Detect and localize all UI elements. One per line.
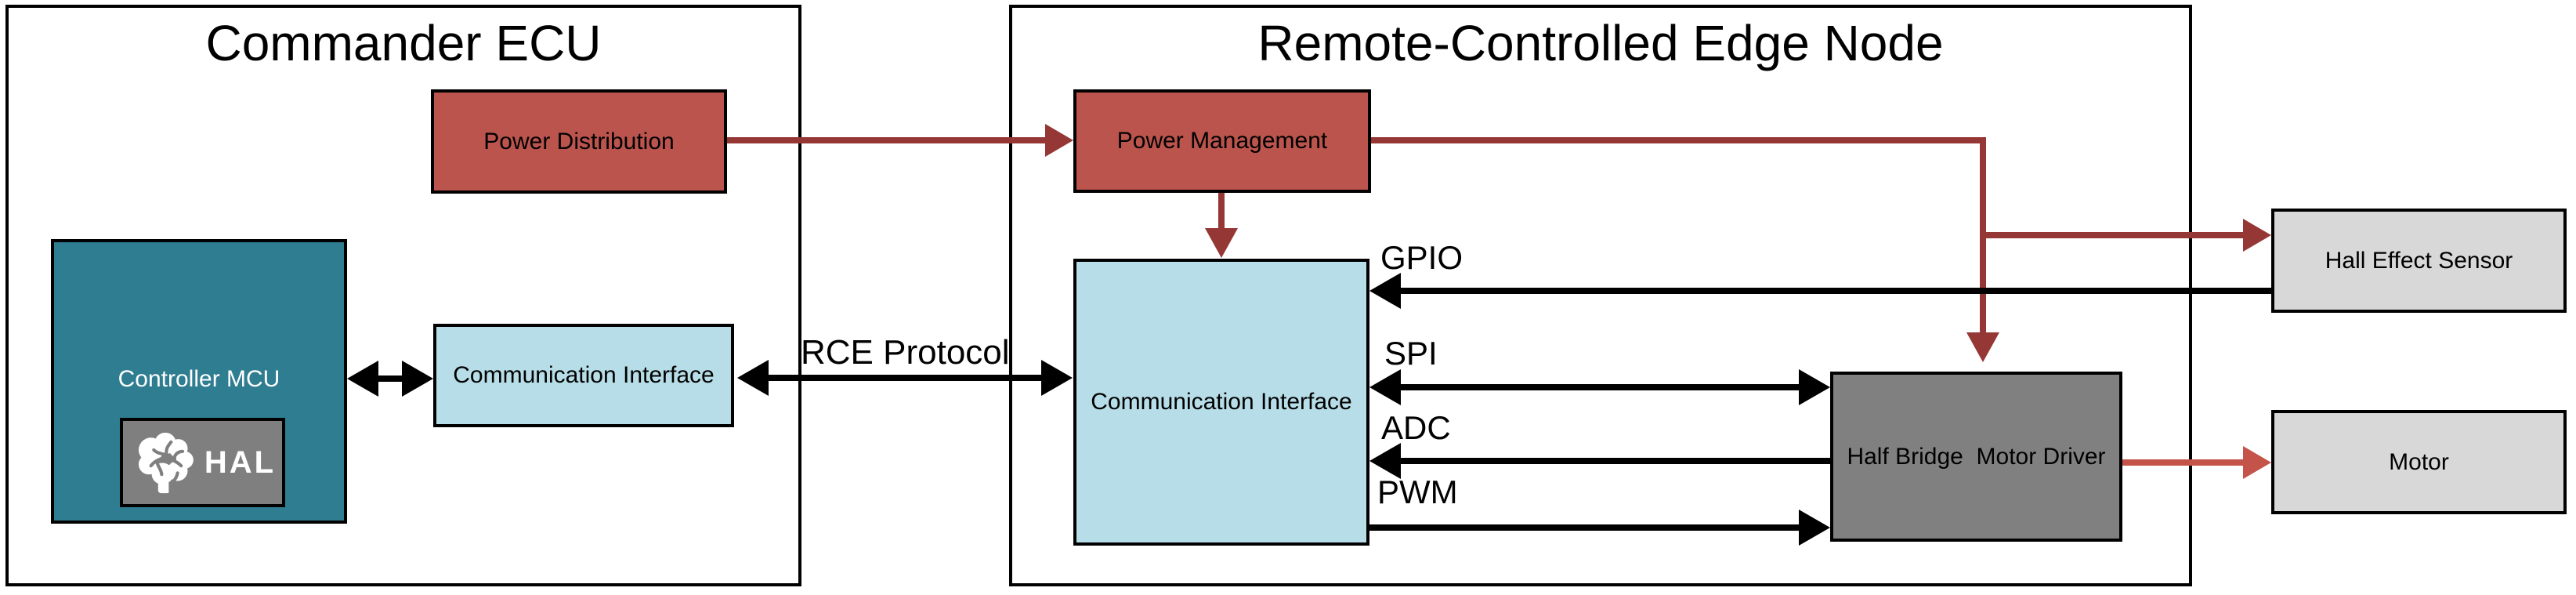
pwm-line (1369, 524, 1800, 531)
arrowhead-into-comm-interface-left (402, 361, 433, 397)
rce-protocol-label: RCE Protocol (801, 333, 1010, 372)
drive-line-driver-to-motor (2122, 459, 2243, 466)
power-distribution-block: Power Distribution (431, 89, 727, 194)
spi-line (1399, 384, 1800, 390)
gpio-arrowhead-left (1369, 273, 1401, 309)
rce-arrowhead-left (737, 360, 769, 396)
power-management-block: Power Management (1073, 89, 1371, 193)
comm-interface-right-block: Communication Interface (1073, 259, 1369, 546)
mcu-comm-line (376, 376, 404, 382)
comm-interface-left-label: Communication Interface (453, 362, 715, 388)
hall-effect-sensor-label: Hall Effect Sensor (2325, 247, 2513, 274)
power-management-label: Power Management (1116, 128, 1328, 154)
rce-arrowhead-right (1041, 360, 1073, 396)
hall-effect-sensor-block: Hall Effect Sensor (2271, 209, 2567, 313)
spi-arrowhead-left (1369, 369, 1401, 405)
adc-arrowhead-left (1369, 443, 1401, 479)
controller-mcu-label: Controller MCU (118, 366, 280, 392)
gpio-line (1399, 288, 2271, 294)
motor-label: Motor (2389, 448, 2449, 475)
motor-block: Motor (2271, 410, 2567, 514)
arrowhead-into-motor (2243, 446, 2271, 479)
comm-interface-left-block: Communication Interface (433, 324, 734, 427)
arrowhead-into-motor-driver-top (1966, 332, 1999, 362)
edge-node-title: Remote-Controlled Edge Node (1257, 15, 1944, 71)
comm-interface-right-label: Communication Interface (1091, 389, 1352, 415)
commander-ecu-title: Commander ECU (205, 15, 602, 71)
controller-mcu-block: Controller MCU (51, 239, 347, 524)
commander-ecu-group-box: Commander ECU (5, 5, 801, 586)
brain-icon (138, 432, 194, 495)
hal-block: HAL (120, 418, 285, 507)
half-bridge-motor-driver-label: Half Bridge Motor Driver (1847, 443, 2106, 470)
power-line-branch-to-hall-sensor (1983, 232, 2243, 238)
arrowhead-into-power-management (1045, 124, 1073, 157)
edge-node-group-box: Remote-Controlled Edge Node (1009, 5, 2192, 586)
arrowhead-into-controller-mcu (347, 361, 378, 397)
spi-arrowhead-right (1799, 369, 1830, 405)
power-line-pm-east (1371, 137, 1986, 143)
adc-line (1399, 458, 1830, 464)
spi-label: SPI (1384, 335, 1438, 372)
half-bridge-motor-driver-block: Half Bridge Motor Driver (1830, 372, 2122, 542)
pwm-label: PWM (1377, 473, 1458, 510)
pwm-arrowhead-right (1799, 510, 1830, 546)
power-line-pm-down (1218, 193, 1225, 229)
rce-protocol-line (766, 375, 1044, 381)
gpio-label: GPIO (1380, 239, 1463, 276)
arrowhead-into-hall-sensor (2243, 219, 2271, 252)
power-line-pd-to-pm (727, 137, 1045, 143)
arrowhead-into-comm-interface-right (1205, 228, 1238, 258)
adc-label: ADC (1381, 409, 1451, 446)
hal-label: HAL (204, 444, 277, 480)
power-distribution-label: Power Distribution (483, 128, 675, 154)
